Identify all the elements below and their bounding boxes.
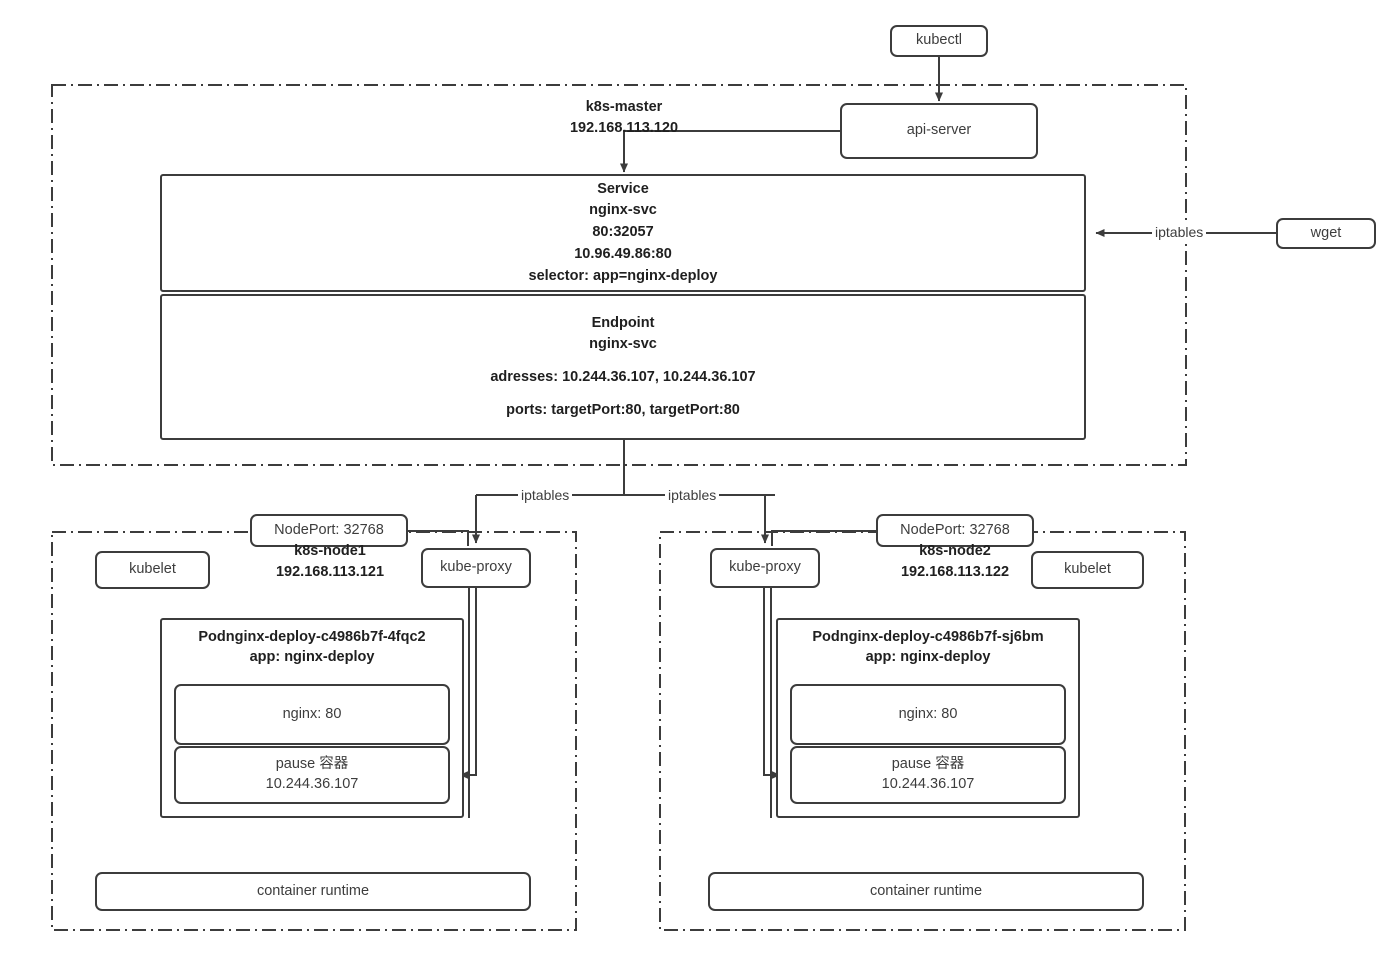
node2-pod-title: Podnginx-deploy-c4986b7f-sj6bm: [812, 629, 1044, 645]
master-title: k8s-master 192.168.113.120: [524, 97, 724, 139]
kubectl-label: kubectl: [916, 32, 962, 49]
kubectl-box[interactable]: kubectl: [890, 25, 988, 57]
service-name: nginx-svc: [589, 202, 657, 219]
service-heading: Service: [597, 180, 649, 197]
node1-pod-app: app: nginx-deploy: [249, 648, 375, 665]
node1-kube-proxy-box[interactable]: kube-proxy: [421, 548, 531, 588]
endpoint-box[interactable]: Endpoint nginx-svc adresses: 10.244.36.1…: [160, 294, 1086, 440]
node2-kube-proxy-label: kube-proxy: [729, 559, 801, 576]
endpoint-addresses: adresses: 10.244.36.107, 10.244.36.107: [490, 369, 756, 385]
node1-pause-ip: 10.244.36.107: [265, 776, 359, 792]
service-box[interactable]: Service nginx-svc 80:32057 10.96.49.86:8…: [160, 174, 1086, 292]
node1-kubelet-label: kubelet: [129, 561, 176, 578]
iptables-label-right: iptables: [665, 487, 720, 503]
iptables-label-left: iptables: [518, 487, 573, 503]
service-cluster-ip: 10.96.49.86:80: [574, 245, 672, 262]
node1-container-runtime-box[interactable]: container runtime: [95, 872, 531, 911]
node1-container-runtime-label: container runtime: [256, 882, 370, 899]
node1-kubelet-box[interactable]: kubelet: [95, 551, 210, 589]
wget-iptables-edge-label: iptables: [1152, 224, 1207, 240]
wget-label: wget: [1310, 224, 1342, 241]
node2-container-runtime-label: container runtime: [869, 882, 983, 899]
node1-kube-proxy-label: kube-proxy: [440, 559, 512, 576]
node1-title: k8s-node1 192.168.113.121: [215, 541, 445, 583]
node2-nodeport-label: NodePort: 32768: [900, 521, 1010, 538]
node1-nginx-container-box[interactable]: nginx: 80: [174, 684, 450, 745]
node2-kubelet-label: kubelet: [1064, 561, 1111, 578]
master-ip: 192.168.113.120: [569, 120, 679, 137]
node1-nodeport-label: NodePort: 32768: [274, 521, 384, 538]
node2-pause-name: pause 容器: [891, 756, 965, 773]
node2-title: k8s-node2 192.168.113.122: [840, 541, 1070, 583]
wget-box[interactable]: wget: [1276, 218, 1376, 249]
endpoint-ports: ports: targetPort:80, targetPort:80: [506, 401, 740, 418]
node1-name: k8s-node1: [294, 543, 366, 559]
node2-kubelet-box[interactable]: kubelet: [1031, 551, 1144, 589]
node1-pause-container-box[interactable]: pause 容器 10.244.36.107: [174, 746, 450, 804]
api-server-label: api-server: [906, 122, 972, 139]
node2-nginx-container-label: nginx: 80: [898, 705, 958, 722]
master-name: k8s-master: [585, 99, 663, 115]
node2-kube-proxy-box[interactable]: kube-proxy: [710, 548, 820, 588]
service-selector: selector: app=nginx-deploy: [528, 267, 718, 284]
node2-name: k8s-node2: [919, 543, 991, 559]
node1-pod-title: Podnginx-deploy-c4986b7f-4fqc2: [198, 629, 426, 645]
node2-pod-app: app: nginx-deploy: [865, 648, 991, 665]
node1-nginx-container-label: nginx: 80: [282, 705, 342, 722]
node2-ip: 192.168.113.122: [900, 564, 1010, 581]
node2-nginx-container-box[interactable]: nginx: 80: [790, 684, 1066, 745]
node2-pause-container-box[interactable]: pause 容器 10.244.36.107: [790, 746, 1066, 804]
node2-container-runtime-box[interactable]: container runtime: [708, 872, 1144, 911]
service-ports: 80:32057: [592, 224, 654, 241]
node1-nodeport-box[interactable]: NodePort: 32768: [250, 514, 408, 547]
node1-ip: 192.168.113.121: [275, 564, 385, 581]
node2-pause-ip: 10.244.36.107: [881, 776, 975, 792]
endpoint-heading: Endpoint: [591, 314, 655, 331]
endpoint-name: nginx-svc: [589, 336, 657, 353]
node2-nodeport-box[interactable]: NodePort: 32768: [876, 514, 1034, 547]
api-server-box[interactable]: api-server: [840, 103, 1038, 159]
node1-pause-name: pause 容器: [275, 756, 349, 773]
